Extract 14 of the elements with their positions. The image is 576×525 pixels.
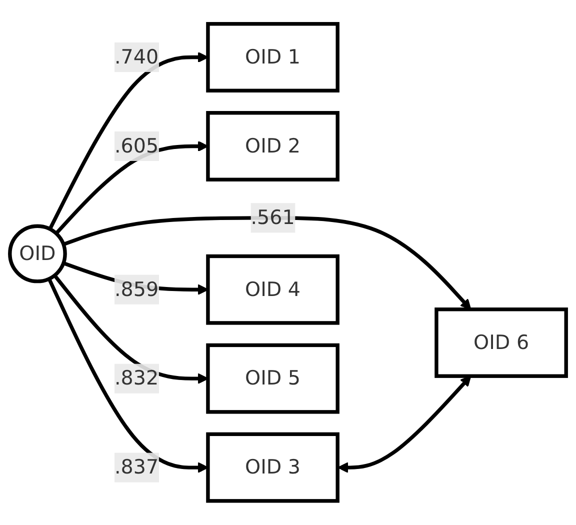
node-box: OID 2 bbox=[206, 111, 340, 182]
edge-label: .605 bbox=[114, 134, 159, 158]
node-box: OID 1 bbox=[206, 22, 340, 93]
edge-label: .561 bbox=[250, 206, 295, 230]
node-box: OID 4 bbox=[206, 254, 340, 325]
edge-label: .859 bbox=[114, 277, 159, 301]
node-circle: OID bbox=[8, 224, 67, 284]
arrow bbox=[338, 376, 472, 474]
node-box: OID 5 bbox=[206, 343, 340, 414]
edge-label: .832 bbox=[114, 366, 159, 390]
edge-label: .740 bbox=[114, 44, 159, 68]
node-box: OID 3 bbox=[206, 432, 340, 503]
node-box: OID 6 bbox=[434, 308, 568, 378]
edge-label: .837 bbox=[114, 455, 159, 479]
